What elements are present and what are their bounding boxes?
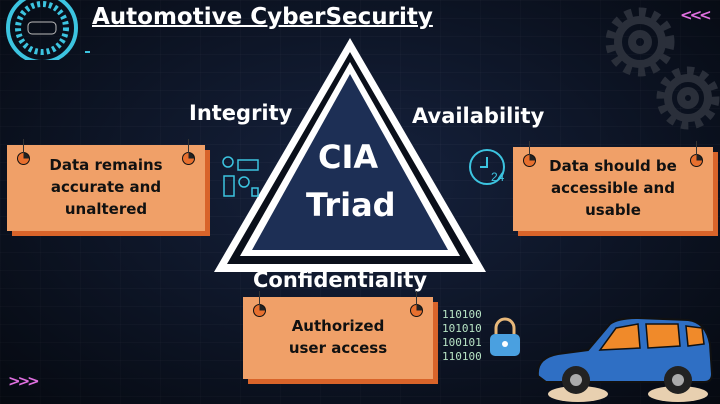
center-triad: Triad	[306, 186, 396, 224]
availability-box: Data should be accessible and usable	[513, 141, 713, 231]
integrity-description: Data remains accurate and unaltered	[49, 156, 163, 218]
gear-icon	[605, 7, 720, 130]
svg-text:110100: 110100	[442, 350, 482, 363]
padlock-binary-icon: 110100 101010 100101 110100	[442, 308, 520, 363]
confidentiality-box: Authorized user access	[243, 291, 433, 379]
label-confidentiality: Confidentiality	[253, 268, 428, 292]
svg-text:100101: 100101	[442, 336, 482, 349]
label-integrity: Integrity	[189, 101, 293, 125]
svg-text:110100: 110100	[442, 308, 482, 321]
arrows-left-decor: <<<	[680, 6, 712, 24]
clock-24-icon: 24	[469, 149, 505, 185]
lightbulb-code-icon	[222, 156, 259, 197]
page-title: Automotive CyberSecurity	[92, 4, 433, 30]
arrows-right-decor: >>>	[8, 372, 40, 390]
confidentiality-description: Authorized user access	[288, 317, 388, 357]
integrity-box: Data remains accurate and unaltered	[7, 139, 205, 231]
car-icon	[536, 316, 714, 402]
svg-text:101010: 101010	[442, 322, 482, 335]
label-availability: Availability	[412, 104, 545, 128]
availability-description: Data should be accessible and usable	[549, 157, 677, 219]
svg-text:24: 24	[491, 170, 505, 184]
center-cia: CIA	[318, 138, 379, 176]
car-logo-icon	[6, 0, 90, 60]
